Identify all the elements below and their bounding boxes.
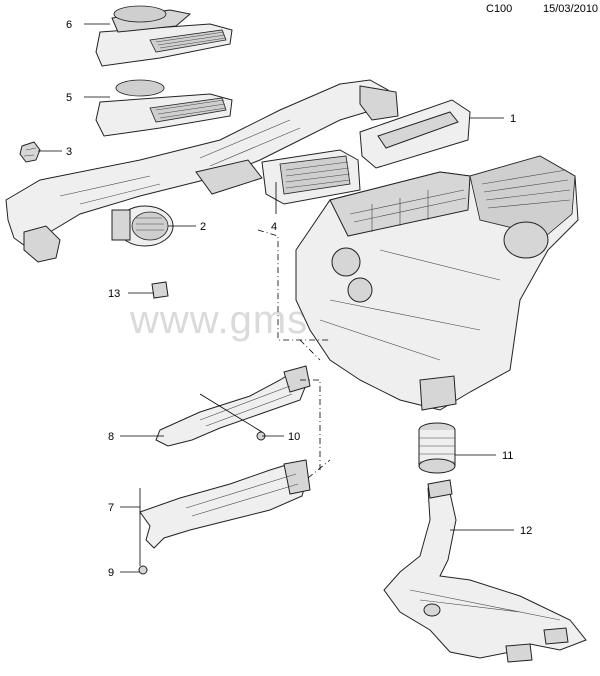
- diagram-code: C100: [486, 3, 513, 15]
- part-1-seal-frame: [359, 99, 471, 169]
- callout-13: 13: [108, 288, 120, 300]
- diagram-date: 15/03/2010: [543, 3, 599, 15]
- part-13-plug: [151, 281, 169, 299]
- callout-labels: 6 5 3 1 2 4 13 8 10 7 9 11 12: [66, 19, 532, 579]
- main-air-duct: [5, 79, 399, 263]
- part-11-bellows: [418, 422, 456, 474]
- leader-lines: [38, 23, 514, 573]
- part-7-floor-duct: [139, 459, 311, 549]
- callout-2: 2: [200, 221, 206, 233]
- callout-5: 5: [66, 92, 72, 104]
- assembly-dashed-lines: [257, 229, 331, 479]
- callout-12: 12: [520, 525, 532, 537]
- callout-9: 9: [108, 567, 114, 579]
- callout-6: 6: [66, 19, 72, 31]
- part-2-round-vent: [111, 205, 174, 247]
- callout-8: 8: [108, 431, 114, 443]
- part-12-rear-duct: [383, 479, 587, 663]
- callout-4: 4: [271, 221, 277, 233]
- hvac-housing: [295, 155, 579, 411]
- part-9-screw: [138, 565, 148, 575]
- callout-7: 7: [108, 502, 114, 514]
- part-8-floor-duct: [155, 365, 311, 447]
- part-6-grille-cover: [95, 5, 233, 67]
- callout-3: 3: [66, 146, 72, 158]
- callout-1: 1: [510, 113, 516, 125]
- part-3-clip: [19, 141, 41, 163]
- part-4-centre-vent: [195, 149, 361, 205]
- callout-10: 10: [288, 431, 300, 443]
- part-5-grille-cover: [95, 79, 233, 137]
- callout-11: 11: [502, 450, 513, 462]
